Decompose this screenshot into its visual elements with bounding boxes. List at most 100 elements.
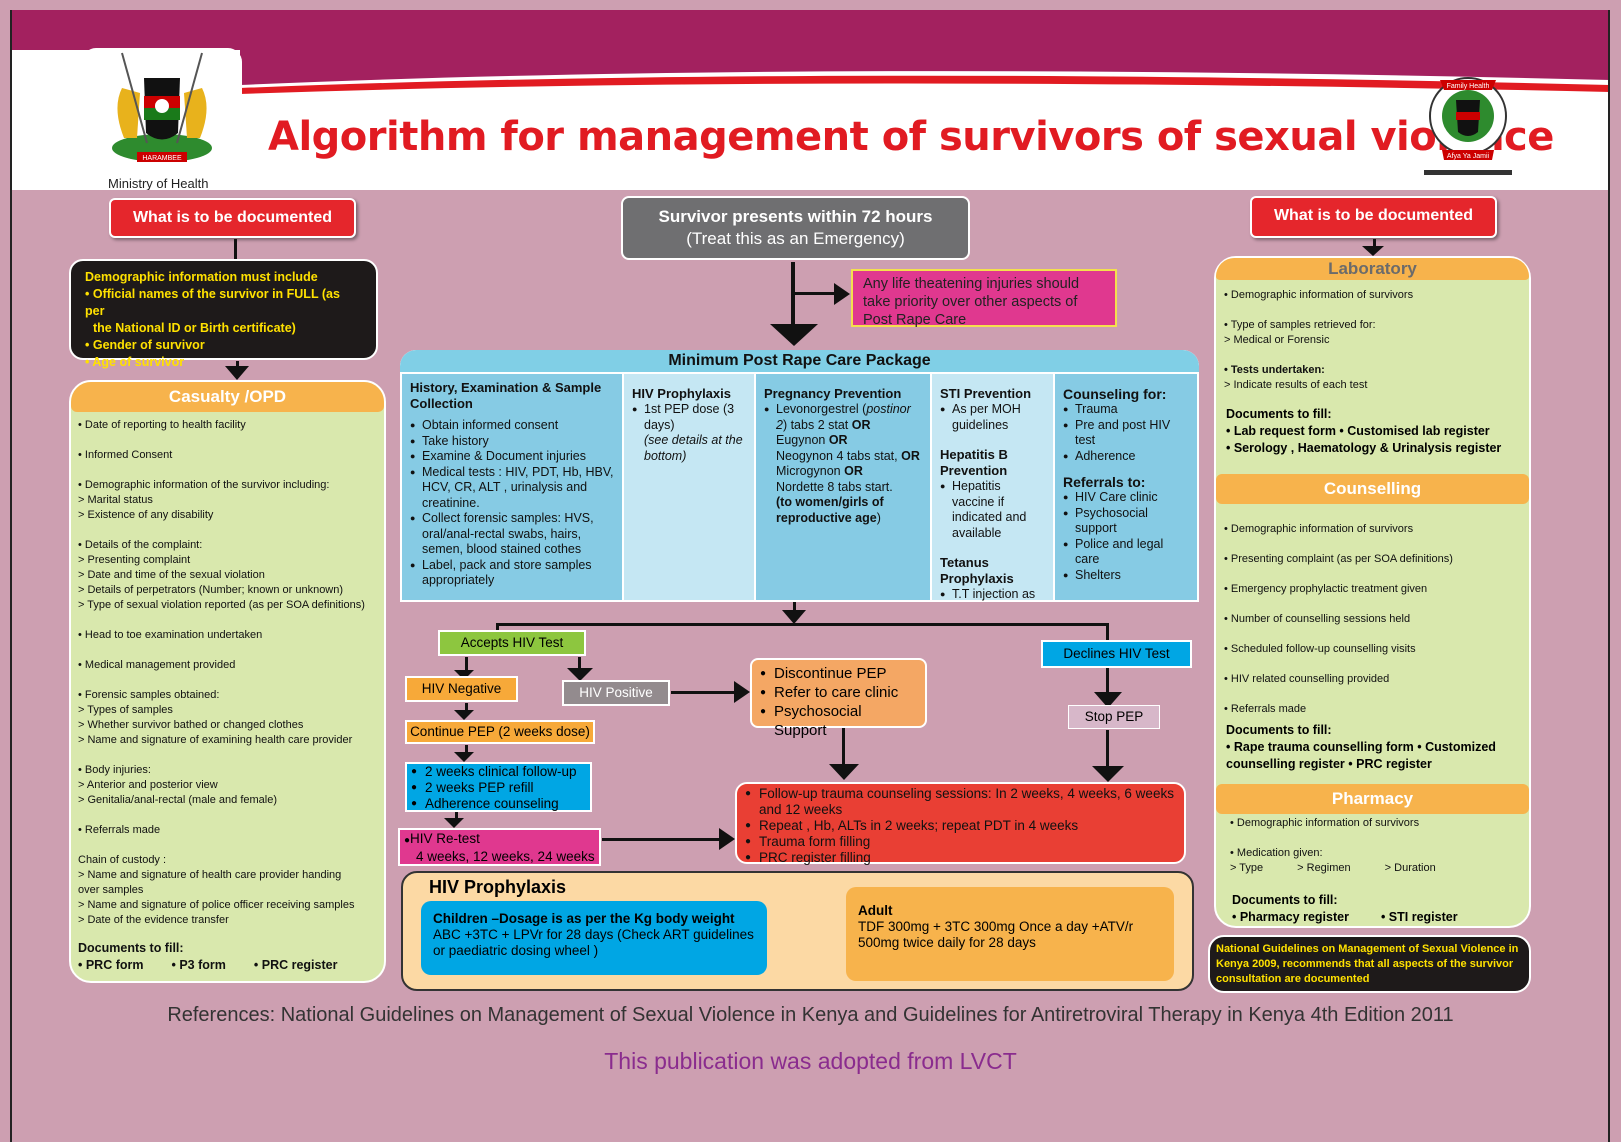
hiv-positive-box: HIV Positive — [562, 680, 670, 706]
family-health-icon: Family Health Afya Ya Jamii — [1424, 77, 1512, 175]
list-item: > Presenting complaint — [78, 554, 191, 566]
col-history: History, Examination & Sample Collection… — [402, 374, 622, 600]
list-item: • Informed Consent — [78, 449, 173, 461]
casualty-list: • Date of reporting to health facility• … — [78, 418, 383, 928]
trauma-list: Follow-up trauma counseling sessions: In… — [745, 786, 1176, 866]
survivor-line-1: Survivor presents within 72 hours — [658, 207, 933, 226]
list-item: > Types of samples — [78, 704, 173, 716]
list-item: Shelters — [1063, 568, 1189, 584]
flow-line — [602, 838, 722, 841]
or-label: OR — [901, 448, 920, 463]
care-package-title: Minimum Post Rape Care Package — [400, 350, 1199, 372]
counselling-docs-line-2: counselling register • PRC register — [1226, 757, 1432, 771]
col-hiv-prophylaxis: HIV Prophylaxis 1st PEP dose (3 days) (s… — [624, 374, 754, 600]
list-item: • Emergency prophylactic treatment given — [1224, 583, 1428, 595]
stop-pep-box: Stop PEP — [1068, 705, 1160, 729]
list-item: • Demographic information of survivors — [1230, 817, 1420, 829]
coat-of-arms-logo: HARAMBEE — [82, 48, 242, 190]
bullet-icon: ● — [404, 835, 411, 846]
demographic-item: • Age of survivor — [85, 355, 185, 369]
declines-hiv-test-box: Declines HIV Test — [1041, 640, 1192, 668]
arrow-down-icon — [782, 610, 806, 624]
counselling-docs: Documents to fill: • Rape trauma counsel… — [1226, 722, 1531, 773]
col-history-list: Obtain informed consent Take history Exa… — [410, 418, 614, 589]
survivor-line-2: (Treat this as an Emergency) — [686, 229, 905, 248]
list-item: > Genitalia/anal-rectal (male and female… — [78, 794, 278, 806]
casualty-panel: Casualty /OPD • Date of reporting to hea… — [69, 380, 386, 983]
family-health-text: Family Health — [1447, 83, 1490, 90]
arrow-down-icon — [454, 710, 474, 720]
pregnancy-text: ● Levonorgestrel (postinor 2) tabs 2 sta… — [764, 402, 922, 526]
list-item — [78, 643, 383, 658]
care-package-table: Minimum Post Rape Care Package History, … — [400, 350, 1199, 602]
list-item: 2 weeks PEP refill — [411, 780, 586, 796]
arrow-down-icon — [444, 818, 464, 828]
list-item: Psychosocial Support — [760, 702, 917, 740]
list-item: T.T injection as per TT schedule — [940, 587, 1045, 602]
medication-list: > Type > Regimen > Duration — [1230, 861, 1530, 876]
pregnancy-postinor: postinor 2 — [776, 402, 911, 432]
retest-title: HIV Re-test — [410, 831, 480, 846]
counselling-title: Counselling — [1216, 474, 1529, 504]
referrals-list: HIV Care clinic Psychosocial support Pol… — [1063, 490, 1189, 583]
col-counseling: Counseling for: Trauma Pre and post HIV … — [1055, 374, 1197, 600]
left-documented-button: What is to be documented — [109, 198, 356, 238]
left-connector — [234, 239, 237, 259]
adult-dosage-box: Adult TDF 300mg + 3TC 300mg Once a day +… — [846, 887, 1174, 981]
list-item: Hepatitis vaccine if indicated and avail… — [940, 479, 1045, 541]
list-item: > Type — [1230, 862, 1264, 874]
followup-box: 2 weeks clinical follow-up 2 weeks PEP r… — [405, 762, 592, 812]
list-item: • Head to toe examination undertaken — [78, 629, 263, 641]
list-item: • Body injuries: — [78, 764, 151, 776]
casualty-docs: Documents to fill: • PRC form • P3 form … — [78, 940, 383, 974]
pregnancy-t1: Levonorgestrel ( — [776, 402, 867, 416]
list-item: Take history — [410, 434, 614, 450]
list-item: • Medication given: — [1230, 847, 1323, 859]
demographic-item: • Gender of survivor — [85, 338, 205, 352]
right-connector — [1373, 239, 1376, 249]
col-pregnancy-title: Pregnancy Prevention — [764, 386, 902, 401]
list-item: Examine & Document injuries — [410, 449, 614, 465]
list-item — [78, 613, 383, 628]
retest-line-1: ●HIV Re-test — [404, 831, 595, 849]
children-text: ABC +3TC + LPVr for 28 days (Check ART g… — [433, 927, 754, 958]
page-title: Algorithm for management of survivors of… — [268, 114, 1554, 160]
pregnancy-t6: (to women/girls of reproductive age — [776, 495, 884, 525]
arrow-down-icon — [1094, 692, 1122, 708]
arrow-down-icon — [829, 764, 859, 780]
docs-title: Documents to fill: — [78, 941, 184, 955]
list-item: • Presenting complaint (as per SOA defin… — [1224, 553, 1453, 565]
counselling-docs-line-1: • Rape trauma counselling form • Customi… — [1226, 740, 1496, 754]
list-item: • Details of the complaint: — [78, 539, 203, 551]
counselling-list: • Demographic information of survivors •… — [1224, 514, 1529, 724]
pharmacy-docs-title: Documents to fill: — [1232, 893, 1338, 907]
col-pregnancy: Pregnancy Prevention ● Levonorgestrel (p… — [756, 374, 930, 600]
list-item: over samples — [78, 884, 144, 896]
lab-docs-title: Documents to fill: — [1226, 407, 1332, 421]
list-item: > Whether survivor bathed or changed clo… — [78, 719, 304, 731]
accepts-hiv-test-box: Accepts HIV Test — [438, 630, 586, 656]
doc-pharmacy-register: • Pharmacy register — [1232, 910, 1349, 924]
or-label: OR — [851, 417, 871, 432]
branch-connector — [793, 292, 837, 295]
doc-sti-register: • STI register — [1380, 910, 1458, 924]
hep-list: Hepatitis vaccine if indicated and avail… — [940, 479, 1045, 541]
list-item: As per MOH guidelines — [940, 402, 1045, 433]
demographic-item: the National ID or Birth certificate) — [93, 321, 296, 335]
children-title: Children –Dosage is as per the Kg body w… — [433, 911, 735, 926]
laboratory-list: • Demographic information of survivors •… — [1224, 288, 1524, 393]
list-item — [78, 463, 383, 478]
list-item: > Marital status — [78, 494, 153, 506]
retest-line-2: 4 weeks, 12 weeks, 24 weeks — [416, 849, 595, 864]
header-swoosh — [10, 10, 1610, 94]
flow-line — [465, 703, 468, 713]
pregnancy-t5: Nordette 8 tabs start. — [776, 479, 893, 494]
flow-line — [1106, 668, 1109, 696]
retest-box: ●HIV Re-test 4 weeks, 12 weeks, 24 weeks — [398, 828, 601, 866]
demographic-item: • Official names of the survivor in FULL… — [85, 287, 340, 318]
flow-line — [1106, 623, 1109, 641]
list-item: > Date and time of the sexual violation — [78, 569, 265, 581]
list-item: > Regimen — [1297, 862, 1351, 874]
list-item: > Name and signature of health care prov… — [78, 869, 342, 881]
or-label: OR — [828, 433, 848, 447]
